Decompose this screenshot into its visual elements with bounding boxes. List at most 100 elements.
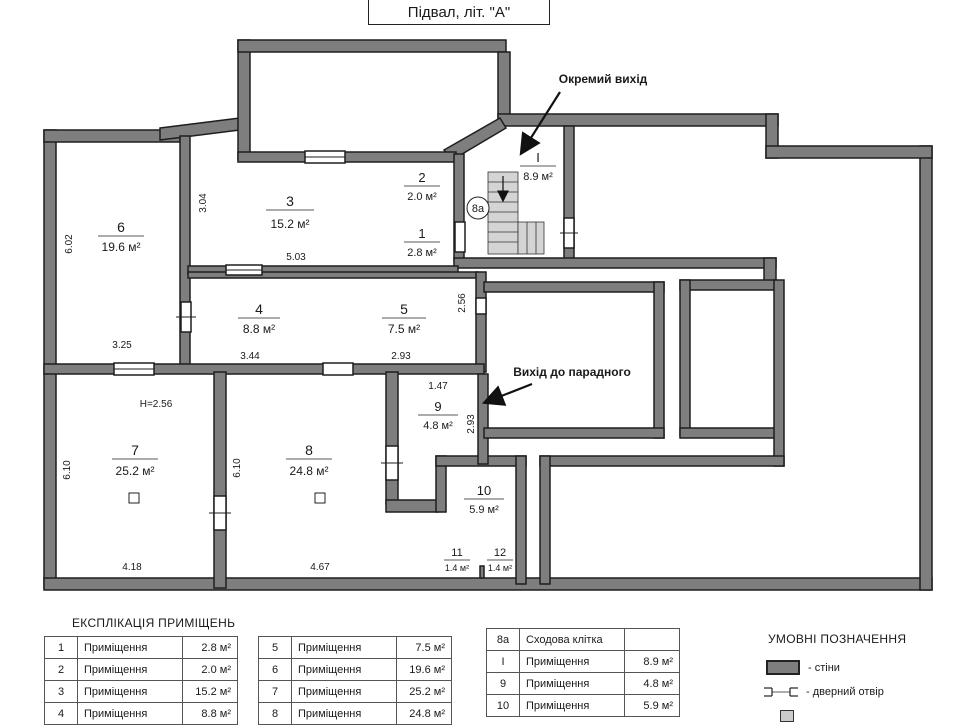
room-6-area: 19.6 м²	[102, 240, 141, 254]
wall-protrusion-top	[237, 39, 507, 53]
wall-room3-top	[237, 151, 457, 163]
legend-door: - дверний отвір	[764, 686, 884, 698]
dimensions: 3.04 5.03 6.02 3.25 2.56 3.44 2.93 1.47 …	[62, 193, 477, 573]
dim-467: 4.67	[310, 562, 330, 573]
explication-title: ЕКСПЛІКАЦІЯ ПРИМІЩЕНЬ	[72, 616, 236, 630]
room-10-num: 10	[477, 483, 491, 498]
room-12-area: 1.4 м²	[488, 563, 512, 573]
annotation-separate-exit: Окремий вихід	[559, 72, 648, 86]
legend-walls: - стіни	[766, 660, 840, 675]
room-4-num: 4	[255, 301, 263, 317]
dim-503: 5.03	[286, 252, 306, 263]
room-4-area: 8.8 м²	[243, 322, 275, 336]
room-I-num: I	[536, 150, 540, 165]
wall-room6-right	[179, 135, 191, 371]
stair-label: 8а	[472, 203, 485, 215]
dim-344: 3.44	[240, 351, 260, 362]
room-3-area: 15.2 м²	[271, 217, 310, 231]
dim-602: 6.02	[64, 234, 75, 254]
room-5-area: 7.5 м²	[388, 322, 420, 336]
wall-protrusion-right	[497, 51, 511, 123]
dim-304: 3.04	[198, 193, 209, 213]
legend-door-label: - дверний отвір	[806, 686, 884, 698]
wall-loopA-right	[653, 281, 665, 439]
dim-H: H=2.56	[140, 399, 173, 410]
annotation-exit-entrance: Вихід до парадного	[513, 365, 631, 379]
wall-bottom	[43, 577, 933, 591]
wall-loopB-left	[679, 279, 691, 437]
wall-room10-right	[515, 455, 527, 585]
wall-room7-8	[213, 371, 227, 589]
wall-left	[43, 129, 57, 589]
wall-bottom-corridor-left	[539, 455, 551, 585]
dim-610b: 6.10	[232, 458, 243, 478]
legend-title: УМОВНІ ПОЗНАЧЕННЯ	[768, 632, 907, 646]
arrow-exit-entrance	[481, 382, 533, 406]
wall-bottom-corridor-top	[539, 455, 785, 467]
exterior-walls	[43, 39, 933, 591]
wall-corridor-notch	[763, 257, 777, 283]
door-ticks	[114, 156, 578, 514]
room-5-num: 5	[400, 301, 408, 317]
wall-corridor-top	[453, 257, 777, 269]
wall-protrusion-left	[237, 39, 251, 161]
dim-256v: 2.56	[457, 293, 468, 313]
interior-walls	[43, 125, 785, 589]
room-9-area: 4.8 м²	[423, 420, 453, 432]
room-3-num: 3	[286, 193, 294, 209]
wall-row-divider	[43, 363, 485, 375]
vent-room7	[128, 492, 140, 504]
dim-293v: 2.93	[466, 414, 477, 434]
arrow-separate-exit	[519, 91, 561, 156]
room-I-area: 8.9 м²	[523, 171, 553, 183]
wall-loopA-top	[483, 281, 665, 293]
door-symbol-icon	[764, 687, 798, 697]
stair-symbol-icon	[780, 710, 794, 722]
room-11-area: 1.4 м²	[445, 563, 469, 573]
wall-room8-bottom-step	[385, 499, 439, 513]
room-12-num: 12	[494, 547, 506, 559]
wall-room8-9	[385, 371, 399, 505]
dim-325: 3.25	[112, 340, 132, 351]
wall-top-far-right	[765, 145, 933, 159]
room-7-num: 7	[131, 442, 139, 458]
dim-293: 2.93	[391, 351, 411, 362]
room-6-num: 6	[117, 219, 125, 235]
vent-room8	[314, 492, 326, 504]
room-2-area: 2.0 м²	[407, 191, 437, 203]
plan-title: Підвал, літ. "А"	[368, 0, 550, 25]
room-labels: 6 19.6 м² 3 15.2 м² 2 2.0 м² 1 2.8 м² I …	[98, 150, 556, 573]
wall-loopB-right	[773, 279, 785, 467]
dim-418: 4.18	[122, 562, 142, 573]
room-8-area: 24.8 м²	[290, 464, 329, 478]
legend-walls-label: - стіни	[808, 661, 840, 674]
wall-right	[919, 145, 933, 591]
stairs	[487, 171, 545, 255]
door-room5-corridor	[475, 297, 487, 315]
dim-610a: 6.10	[62, 460, 73, 480]
wall-slant-left	[159, 117, 241, 141]
door-room4-8	[322, 362, 354, 376]
room-1-area: 2.8 м²	[407, 247, 437, 259]
door-room1-stair	[454, 221, 466, 253]
room-8-num: 8	[305, 442, 313, 458]
wall-swatch-icon	[766, 660, 800, 675]
room-10-area: 5.9 м²	[469, 504, 499, 516]
room-11-num: 11	[451, 547, 462, 559]
wall-loopA-bottom	[483, 427, 665, 439]
wall-loopB-bottom	[679, 427, 781, 439]
room-9-num: 9	[434, 399, 441, 414]
room-7-area: 25.2 м²	[116, 464, 155, 478]
